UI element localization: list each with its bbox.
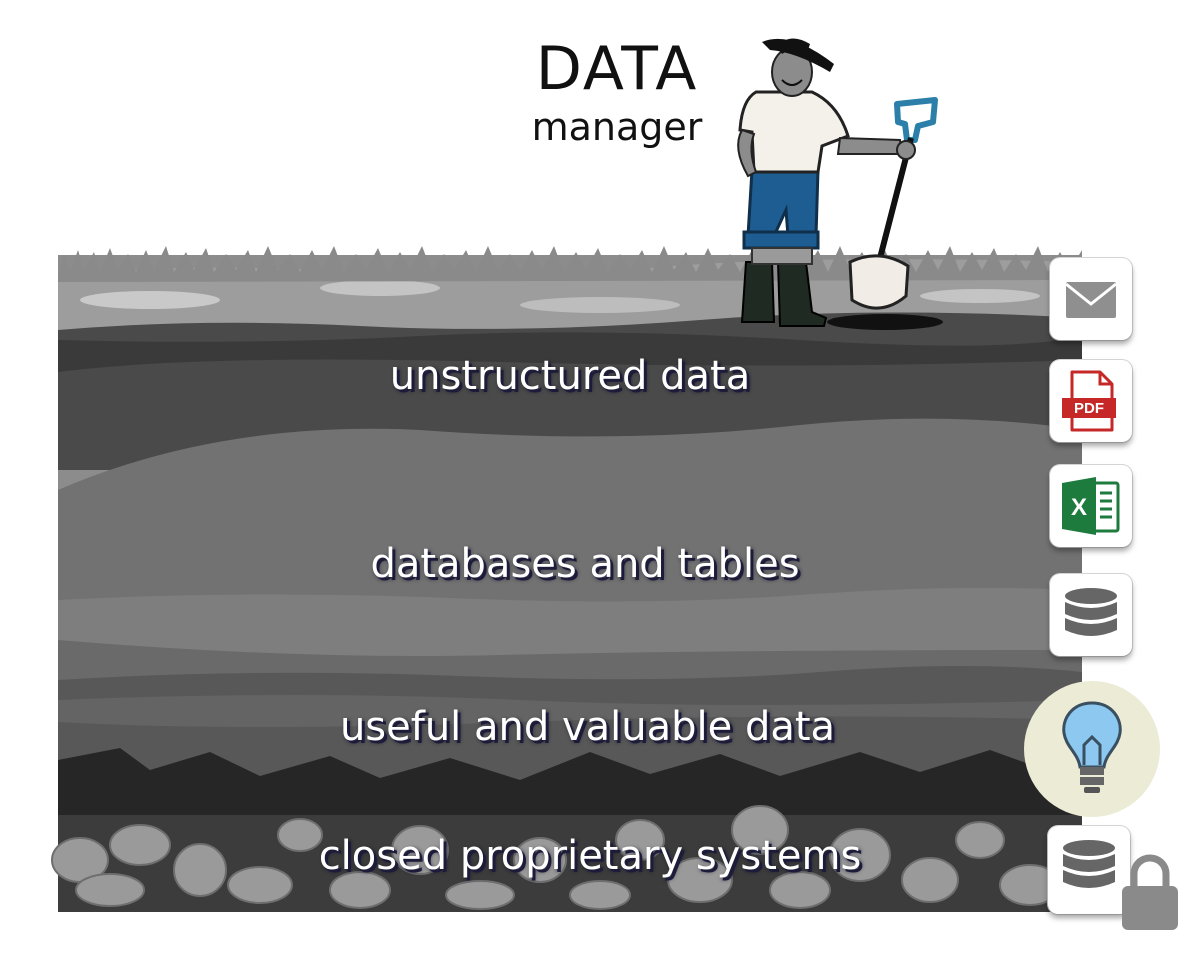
excel-icon-text: X [1071, 494, 1087, 521]
ground-block [58, 255, 1082, 912]
label-unstructured-data: unstructured data [389, 353, 751, 399]
excel-file-icon: X [1050, 465, 1132, 547]
email-icon [1050, 258, 1132, 340]
label-databases-and-tables: databases and tables [370, 541, 800, 587]
grass [58, 246, 1082, 282]
lightbulb-icon [1024, 681, 1160, 817]
locked-database-icon [1048, 826, 1130, 914]
label-useful-and-valuable-data: useful and valuable data [339, 704, 836, 750]
farmer-with-shovel-illustration [737, 38, 943, 330]
pdf-file-icon: PDF [1050, 360, 1132, 442]
dirt-mound [827, 314, 943, 330]
database-icon [1050, 574, 1132, 656]
lock-icon [1122, 854, 1178, 930]
title-sub: manager [531, 105, 703, 149]
pdf-icon-text: PDF [1074, 400, 1104, 417]
rocks [51, 805, 1061, 910]
title-main: DATA [535, 34, 699, 104]
label-closed-proprietary-systems: closed proprietary systems [318, 833, 862, 879]
